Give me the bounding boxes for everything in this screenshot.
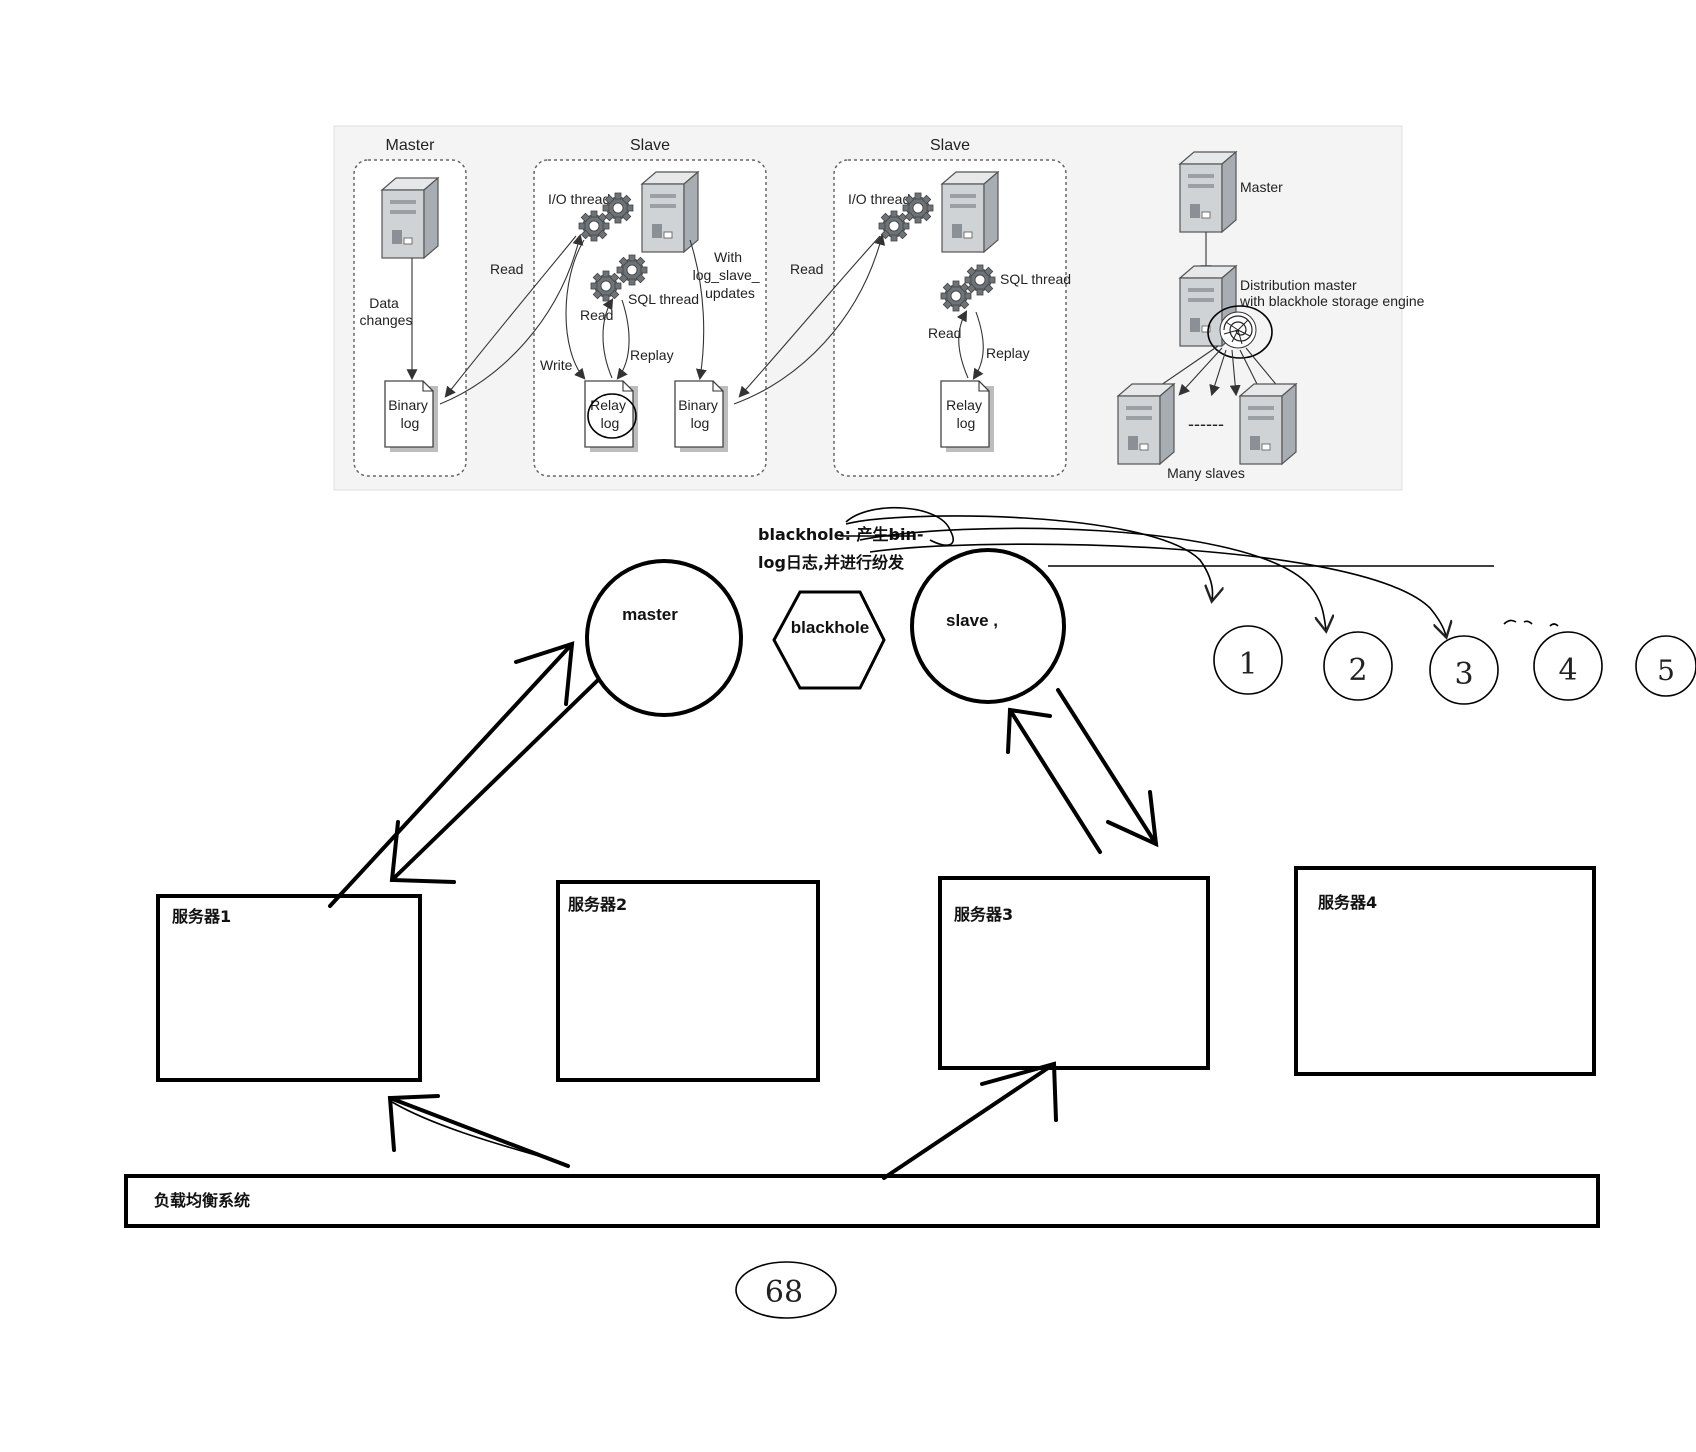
slave-panel-2-title: Slave — [930, 137, 970, 154]
relay-log-circle-mark — [587, 393, 637, 439]
many-slaves-dashes: ------ — [1188, 414, 1224, 434]
blackhole-circle-mark — [1207, 305, 1273, 359]
binary-log-1: Binary log — [674, 380, 728, 452]
page-number-label: 68 — [765, 1275, 803, 1310]
master-binary-log: Binary log — [384, 380, 438, 452]
slave-server-icon — [1117, 383, 1175, 465]
page-number: 68 — [735, 1261, 837, 1319]
slave-number-5: 5 — [1657, 654, 1675, 687]
load-balancer-label: 负载均衡系统 — [154, 1191, 250, 1210]
master-node-label: master — [622, 605, 678, 624]
top-master-server-icon — [1179, 151, 1237, 233]
blackhole-node: blackhole — [772, 590, 886, 690]
master-server-icon — [381, 177, 439, 259]
read-label: Read — [490, 261, 523, 277]
read-label: Read — [790, 261, 823, 277]
distribution-master-label: Distribution master with blackhole stora… — [1239, 277, 1425, 309]
annotation-line-1: blackhole: 产生bin- — [758, 525, 924, 544]
slave-server-icon — [1239, 383, 1297, 465]
distribution-curves — [845, 506, 1559, 636]
relay-log-1: Relay log — [584, 380, 638, 452]
svg-text:Relay log: Relay log — [590, 397, 630, 431]
slave2-server-icon — [941, 171, 999, 253]
master-node: master — [585, 559, 743, 717]
sql-thread-gear-icon — [964, 264, 996, 296]
read-label: Read — [580, 307, 613, 323]
io-thread-gear-icon — [878, 210, 910, 242]
slave-node: slave , — [910, 548, 1066, 704]
blackhole-swirl-icon — [1219, 311, 1257, 349]
slave-number-3: 3 — [1454, 657, 1473, 692]
replay-label: Replay — [986, 345, 1030, 361]
svg-text:Binary log: Binary log — [678, 397, 722, 431]
load-balancer: 负载均衡系统 — [124, 1174, 1600, 1228]
log-slave-updates-label: With log_slave_ updates — [693, 249, 764, 301]
master-panel-title: Master — [386, 137, 436, 154]
io-thread-gear-icon — [902, 192, 934, 224]
sql-thread-gear-icon — [616, 254, 648, 286]
server-1-label: 服务器1 — [172, 907, 231, 926]
server-1: 服务器1 — [156, 894, 422, 1082]
blackhole-distribution: Master Distribution master with blackhol… — [1117, 151, 1425, 481]
annotation-line-2: log日志,并进行纷发 — [758, 553, 905, 572]
svg-text:Binary log: Binary log — [388, 397, 432, 431]
sql-thread-gear-icon — [590, 270, 622, 302]
read-label: Read — [928, 325, 961, 341]
server-2: 服务器2 — [556, 880, 820, 1082]
blackhole-node-label: blackhole — [791, 618, 869, 637]
slave-node-label: slave , — [946, 611, 998, 630]
relay-log-2: Relay log — [940, 380, 994, 452]
data-changes-label: Data changes — [360, 295, 413, 328]
slave1-server-icon — [641, 171, 699, 253]
write-label: Write — [540, 357, 573, 373]
sql-thread-label: SQL thread — [1000, 271, 1071, 287]
slave-number-2: 2 — [1348, 653, 1367, 688]
numbered-slaves: 1 2 3 4 5 — [1213, 625, 1696, 705]
server-4: 服务器4 — [1294, 866, 1596, 1076]
reference-figure: Master Data changes Binary log Slave — [333, 125, 1425, 491]
slave-number-1: 1 — [1238, 647, 1257, 682]
server-2-label: 服务器2 — [568, 895, 627, 914]
slave-number-4: 4 — [1558, 653, 1577, 688]
server-3: 服务器3 — [938, 876, 1210, 1070]
slave-panel-1: Slave I/O thread SQL thread Read Write R… — [533, 137, 767, 477]
many-slaves-label: Many slaves — [1167, 465, 1245, 481]
io-thread-label: I/O thread — [848, 191, 910, 207]
sql-thread-label: SQL thread — [628, 291, 699, 307]
svg-text:Relay log: Relay log — [946, 397, 986, 431]
master-panel: Master Data changes Binary log — [353, 137, 467, 477]
io-thread-gear-icon — [602, 192, 634, 224]
sql-thread-gear-icon — [940, 280, 972, 312]
replay-label: Replay — [630, 347, 674, 363]
sketch-arrows — [328, 641, 1159, 1180]
slave-panel-1-title: Slave — [630, 137, 670, 154]
io-thread-gear-icon — [578, 210, 610, 242]
slave-panel-2: Slave I/O thread SQL thread Read Replay … — [833, 137, 1071, 477]
server-3-label: 服务器3 — [954, 905, 1013, 924]
io-thread-label: I/O thread — [548, 191, 610, 207]
top-master-label: Master — [1240, 179, 1283, 195]
server-4-label: 服务器4 — [1318, 893, 1377, 912]
